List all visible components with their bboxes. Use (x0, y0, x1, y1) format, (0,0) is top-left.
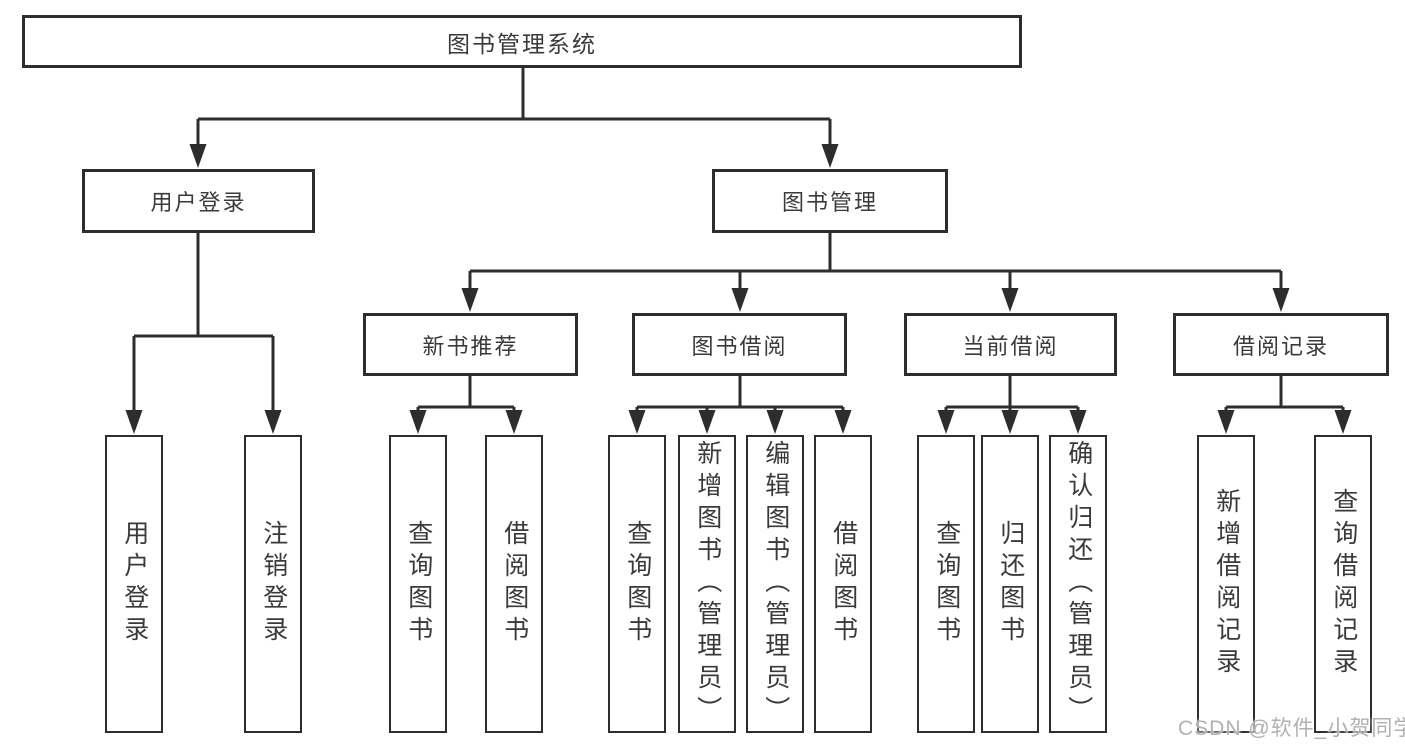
arrow-down-icon (1069, 410, 1087, 434)
arrow-down-icon (189, 144, 207, 168)
leaf-query-books-1: 查询图书 (389, 435, 447, 733)
node-book-management: 图书管理 (712, 169, 948, 233)
node-book-borrow: 图书借阅 (632, 313, 847, 376)
csdn-watermark: CSDN @软件_小贺同学 (1178, 717, 1405, 740)
leaf-borrow-books-1: 借阅图书 (485, 435, 543, 733)
arrow-down-icon (834, 410, 852, 434)
arrow-down-icon (461, 288, 479, 312)
arrowhead-icons (125, 144, 1352, 434)
connector-root-to-level1 (196, 68, 832, 147)
connector-current-borrow-to-children (944, 376, 1080, 414)
arrow-down-icon (766, 410, 784, 434)
leaf-logout: 注销登录 (244, 435, 302, 733)
arrow-down-icon (731, 288, 749, 312)
arrow-down-icon (409, 410, 427, 434)
leaf-query-borrow-record: 查询借阅记录 (1314, 435, 1372, 733)
leaf-confirm-return-admin: 确认归还（管理员） (1049, 435, 1107, 733)
node-borrow-records: 借阅记录 (1173, 313, 1389, 376)
arrow-down-icon (628, 410, 646, 434)
leaf-user-login: 用户登录 (105, 435, 163, 733)
leaf-query-books-2: 查询图书 (608, 435, 666, 733)
leaf-edit-books-admin: 编辑图书（管理员） (746, 435, 804, 733)
leaf-return-books: 归还图书 (981, 435, 1039, 733)
leaf-query-books-3: 查询图书 (917, 435, 975, 733)
arrow-down-icon (1001, 410, 1019, 434)
arrow-down-icon (1217, 410, 1235, 434)
arrow-down-icon (937, 410, 955, 434)
arrow-down-icon (505, 410, 523, 434)
leaf-borrow-books-2: 借阅图书 (814, 435, 872, 733)
arrow-down-icon (821, 144, 839, 168)
arrow-down-icon (1334, 410, 1352, 434)
connector-new-books-to-children (416, 376, 516, 414)
node-new-book-recommend: 新书推荐 (363, 313, 578, 376)
arrow-down-icon (1272, 288, 1290, 312)
node-current-borrow: 当前借阅 (904, 313, 1117, 376)
node-root-library-system: 图书管理系统 (22, 15, 1022, 68)
node-user-login: 用户登录 (82, 169, 315, 233)
connector-book-mgmt-to-sections (468, 233, 1283, 291)
leaf-add-books-admin: 新增图书（管理员） (678, 435, 736, 733)
arrow-down-icon (698, 410, 716, 434)
connector-borrow-records-to-children (1224, 376, 1345, 414)
leaf-add-borrow-record: 新增借阅记录 (1197, 435, 1255, 733)
arrow-down-icon (125, 410, 143, 434)
arrow-down-icon (1001, 288, 1019, 312)
arrow-down-icon (264, 410, 282, 434)
connector-book-borrow-to-children (635, 376, 845, 414)
connector-user-login-to-children (132, 233, 275, 413)
